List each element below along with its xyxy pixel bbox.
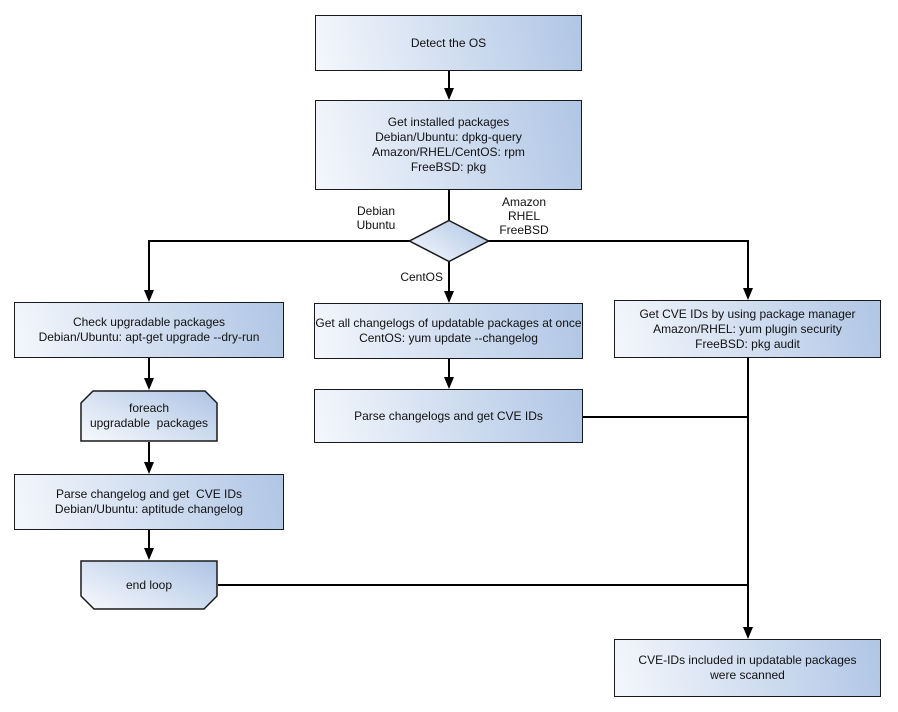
arrowhead-into-parse-changelogs [444, 377, 454, 389]
node-detect-os-label: Detect the OS [410, 35, 487, 50]
node-parse-changelog-get-cve-ids: Parse changelog and get CVE IDs Debian/U… [14, 474, 284, 530]
node-cve-ids-scanned: CVE-IDs included in updatable packages w… [614, 639, 881, 697]
connector-diamond-to-get-all-changelogs [448, 262, 450, 293]
connector-changelogs-to-parse [448, 359, 450, 378]
arrowhead-into-get-cve-ids [743, 288, 753, 300]
decision-os-branch-diamond [408, 219, 490, 263]
diamond-shape [408, 219, 490, 263]
node-get-installed-packages: Get installed packages Debian/Ubuntu: dp… [315, 100, 582, 190]
node-cve-ids-scanned-label: CVE-IDs included in updatable packages w… [638, 653, 857, 682]
arrowhead-into-end-loop [144, 548, 154, 560]
connector-check-to-foreach [148, 358, 150, 379]
arrowhead-into-check-upgradable [144, 290, 154, 302]
edge-label-centos: CentOS [400, 270, 443, 284]
node-check-upgradable-packages-label: Check upgradable packages Debian/Ubuntu:… [38, 315, 260, 344]
node-end-loop-label: end loop [125, 577, 173, 592]
edge-label-debian-ubuntu: Debian Ubuntu [356, 204, 396, 232]
arrowhead-into-parse-changelog [144, 462, 154, 474]
loop-end-shape [80, 560, 218, 610]
connector-merge-to-scanned [747, 358, 749, 628]
node-get-cve-ids-package-manager: Get CVE IDs by using package manager Ama… [614, 300, 881, 358]
connector-parse-to-endloop [148, 530, 150, 549]
node-get-all-changelogs-label: Get all changelogs of updatable packages… [315, 316, 582, 345]
node-foreach-loop-begin: foreach upgradable packages [80, 390, 218, 442]
arrowhead-into-get-installed [444, 88, 454, 100]
connector-diamond-left-vertical [148, 240, 150, 291]
connector-installed-to-diamond [448, 190, 450, 221]
connector-foreach-to-parse [148, 442, 150, 463]
connector-detect-to-installed [448, 71, 450, 90]
connector-diamond-right-horizontal [488, 240, 748, 242]
edge-label-amazon-rhel-freebsd: Amazon RHEL FreeBSD [499, 195, 549, 237]
arrowhead-into-foreach [144, 378, 154, 390]
connector-parse-changelogs-to-merge [583, 416, 748, 418]
connector-diamond-left-horizontal [149, 240, 410, 242]
node-parse-changelogs-get-cve-ids: Parse changelogs and get CVE IDs [314, 389, 583, 443]
connector-diamond-right-vertical [747, 240, 749, 289]
node-get-all-changelogs: Get all changelogs of updatable packages… [314, 303, 583, 359]
connector-endloop-to-merge [218, 584, 748, 586]
node-end-loop: end loop [80, 560, 218, 610]
node-foreach-loop-begin-label: foreach upgradable packages [89, 401, 209, 430]
arrowhead-into-get-all-changelogs [444, 291, 454, 303]
node-parse-changelog-get-cve-ids-label: Parse changelog and get CVE IDs Debian/U… [54, 487, 244, 516]
node-get-cve-ids-package-manager-label: Get CVE IDs by using package manager Ama… [639, 306, 856, 351]
loop-begin-shape [80, 390, 218, 442]
node-detect-os: Detect the OS [315, 15, 582, 71]
node-get-installed-packages-label: Get installed packages Debian/Ubuntu: dp… [372, 115, 525, 174]
node-parse-changelogs-get-cve-ids-label: Parse changelogs and get CVE IDs [354, 408, 543, 423]
node-check-upgradable-packages: Check upgradable packages Debian/Ubuntu:… [14, 302, 284, 358]
arrowhead-into-cve-ids-scanned [743, 627, 753, 639]
